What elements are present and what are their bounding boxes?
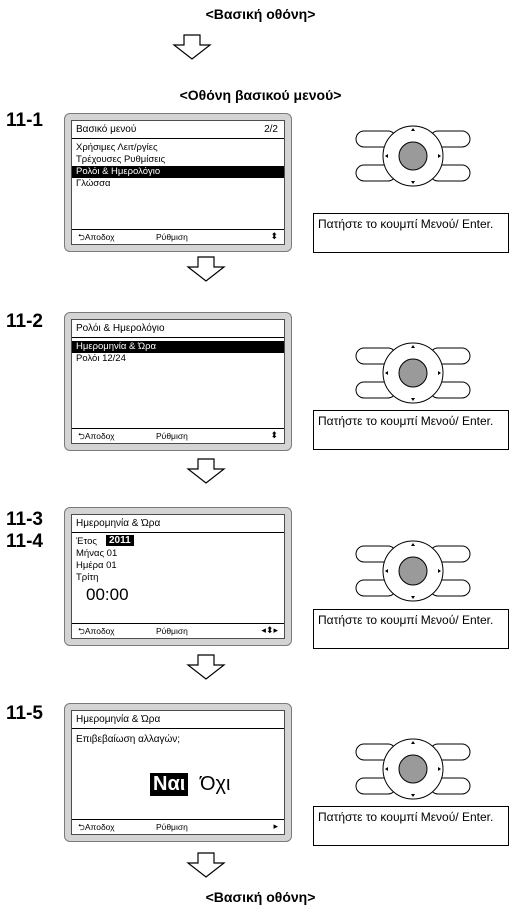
menu-item[interactable]: Ρολόι 12/24 <box>76 353 126 364</box>
no-option[interactable]: Όχι <box>200 773 231 795</box>
return-icon: ⮌ <box>78 232 85 242</box>
day-field[interactable]: Ημέρα 01 <box>76 560 117 571</box>
heading-basic-screen-top: <Βασική οθόνη> <box>205 6 316 22</box>
screen-title: Ημερομηνία & Ώρα <box>76 714 161 725</box>
step-label: 11-5 <box>6 703 43 724</box>
menu-item[interactable]: Τρέχουσες Ρυθμίσεις <box>76 154 166 165</box>
remote-control-buttons-icon <box>355 125 471 187</box>
screen-footer: ⮌Αποδοχ Ρύθμιση ⬍ <box>72 230 284 244</box>
right-arrow-icon: ▸ <box>273 821 278 831</box>
menu-item[interactable]: Γλώσσα <box>76 178 111 189</box>
down-arrow-icon <box>186 852 226 878</box>
title-divider <box>72 532 284 533</box>
screen-footer: ⮌Αποδοχ Ρύθμιση ⬍ <box>72 429 284 443</box>
back-label: ⮌Αποδοχ <box>78 626 115 636</box>
remote-display-panel: Βασικό μενού 2/2 Χρήσιμες Λειτ/ργίες Τρέ… <box>64 113 292 252</box>
instruction-box: Πατήστε το κουμπί Μενού/ Enter. <box>313 213 509 253</box>
updown-icon: ⬍ <box>270 430 278 440</box>
confirm-question: Επιβεβαίωση αλλαγών; <box>76 734 181 745</box>
instruction-box: Πατήστε το κουμπί Μενού/ Enter. <box>313 609 509 649</box>
remote-control-buttons-icon <box>355 540 471 602</box>
back-label: ⮌Αποδοχ <box>78 232 115 242</box>
remote-control-buttons-icon <box>355 738 471 800</box>
setting-label: Ρύθμιση <box>156 232 188 242</box>
remote-control-buttons-icon <box>355 342 471 404</box>
down-arrow-icon <box>186 654 226 680</box>
remote-display-panel: Ημερομηνία & Ώρα Έτος 2011 Μήνας 01 Ημέρ… <box>64 507 292 646</box>
return-icon: ⮌ <box>78 822 85 832</box>
footer-divider <box>72 819 284 820</box>
weekday-field: Τρίτη <box>76 572 99 583</box>
heading-basic-screen-bottom: <Βασική οθόνη> <box>205 889 316 905</box>
step-label: 11-3 <box>6 509 43 530</box>
down-arrow-icon <box>186 256 226 282</box>
screen-footer: ⮌Αποδοχ Ρύθμιση ◂⬍▸ <box>72 624 284 638</box>
page-indicator: 2/2 <box>264 124 278 135</box>
remote-display-panel: Ρολόι & Ημερολόγιο Ημερομηνία & Ώρα Ρολό… <box>64 312 292 451</box>
screen-title: Ρολόι & Ημερολόγιο <box>76 323 165 334</box>
lcd-screen: Ημερομηνία & Ώρα Έτος 2011 Μήνας 01 Ημέρ… <box>71 514 285 639</box>
month-field[interactable]: Μήνας 01 <box>76 548 118 559</box>
footer-divider <box>72 623 284 624</box>
title-divider <box>72 337 284 338</box>
screen-footer: ⮌Αποδοχ Ρύθμιση ▸ <box>72 820 284 834</box>
lcd-screen: Βασικό μενού 2/2 Χρήσιμες Λειτ/ργίες Τρέ… <box>71 120 285 245</box>
return-icon: ⮌ <box>78 431 85 441</box>
menu-item-selected[interactable]: Ρολόι & Ημερολόγιο <box>72 166 284 178</box>
screen-title: Βασικό μενού <box>76 124 137 135</box>
screen-title: Ημερομηνία & Ώρα <box>76 518 161 529</box>
title-divider <box>72 728 284 729</box>
heading-main-menu-screen: <Οθόνη βασικού μενού> <box>179 87 342 103</box>
remote-display-panel: Ημερομηνία & Ώρα Επιβεβαίωση αλλαγών; Να… <box>64 703 292 842</box>
menu-item[interactable]: Χρήσιμες Λειτ/ργίες <box>76 142 158 153</box>
step-label: 11-4 <box>6 531 43 552</box>
menu-item-selected[interactable]: Ημερομηνία & Ώρα <box>72 341 284 353</box>
yes-option[interactable]: Ναι <box>150 773 189 796</box>
down-arrow-icon <box>172 34 212 60</box>
lcd-screen: Ημερομηνία & Ώρα Επιβεβαίωση αλλαγών; Να… <box>71 710 285 835</box>
instruction-box: Πατήστε το κουμπί Μενού/ Enter. <box>313 410 509 450</box>
year-value[interactable]: 2011 <box>106 535 134 546</box>
footer-divider <box>72 428 284 429</box>
setting-label: Ρύθμιση <box>156 431 188 441</box>
updown-icon: ⬍ <box>270 231 278 241</box>
back-label: ⮌Αποδοχ <box>78 431 115 441</box>
return-icon: ⮌ <box>78 626 85 636</box>
year-label: Έτος <box>76 536 97 547</box>
step-label: 11-1 <box>6 110 43 131</box>
step-label: 11-2 <box>6 311 43 332</box>
time-field[interactable]: 00:00 <box>86 585 129 604</box>
title-divider <box>72 138 284 139</box>
setting-label: Ρύθμιση <box>156 626 188 636</box>
down-arrow-icon <box>186 458 226 484</box>
leftright-updown-icon: ◂⬍▸ <box>261 625 278 635</box>
lcd-screen: Ρολόι & Ημερολόγιο Ημερομηνία & Ώρα Ρολό… <box>71 319 285 444</box>
back-label: ⮌Αποδοχ <box>78 822 115 832</box>
footer-divider <box>72 229 284 230</box>
setting-label: Ρύθμιση <box>156 822 188 832</box>
instruction-box: Πατήστε το κουμπί Μενού/ Enter. <box>313 806 509 846</box>
